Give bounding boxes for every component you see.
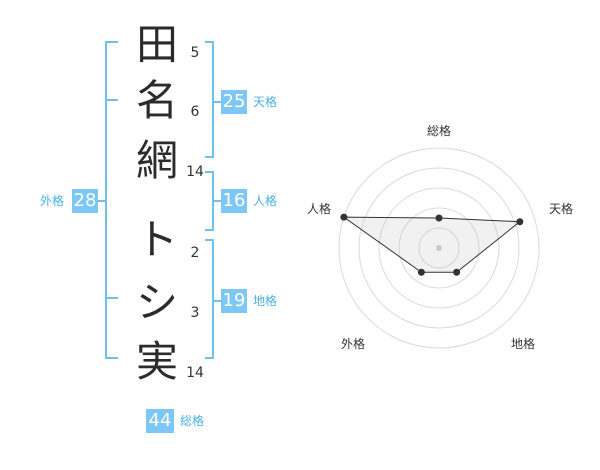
strokes-char-5: 3 [190,305,200,321]
jinkaku-label: 人格 [253,194,278,208]
tenkaku-bracket [205,41,214,158]
tenkaku-label: 天格 [253,95,278,109]
chikaku-bracket [205,239,214,359]
strokes-char-6: 14 [186,365,204,381]
radar-ring-5 [338,147,540,349]
radar-label-chikaku: 地格 [510,337,535,351]
radar-label-soukaku: 総格 [426,124,451,138]
chikaku-label: 地格 [253,294,278,308]
radar-ring-1 [418,227,460,269]
soukaku-badge: 44 [146,409,174,433]
radar-label-tenkaku: 天格 [548,202,573,216]
radar-ring-4 [358,167,520,329]
gaikaku-label: 外格 [40,194,65,208]
radar-rings [338,147,540,349]
jinkaku-badge: 16 [221,189,247,213]
gaikaku-badge: 28 [72,189,98,213]
radar-point-2 [516,218,524,226]
name-char-6: 実 [135,337,178,386]
name-char-3: 網 [135,136,178,185]
name-char-2: 名 [135,76,178,125]
radar-polygon [342,216,522,273]
chikaku-badge: 19 [221,289,247,313]
radar-label-gaikaku: 外格 [340,337,365,351]
radar-point-3 [453,268,461,276]
strokes-char-1: 5 [190,45,200,61]
radar-point-5 [340,213,348,221]
tenkaku-badge: 25 [221,90,247,114]
radar-point-1 [435,214,443,222]
strokes-char-3: 14 [186,164,204,180]
strokes-char-2: 6 [190,104,200,120]
radar-ring-3 [378,187,500,309]
name-char-5: シ [135,278,178,327]
radar-label-jinkaku: 人格 [306,202,331,216]
radar-point-4 [417,268,425,276]
radar-center-dot [436,245,442,251]
strokes-char-4: 2 [190,245,200,261]
radar-points [340,213,524,276]
name-char-1: 田 [135,20,178,69]
radar-ring-2 [398,207,480,289]
soukaku-label: 総格 [180,414,205,428]
name-char-4: ト [135,215,178,264]
